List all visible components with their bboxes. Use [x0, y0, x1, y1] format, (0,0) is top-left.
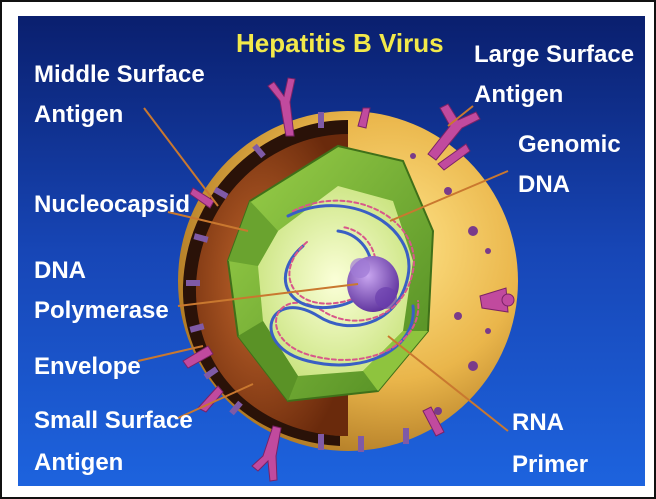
label-nucleocapsid: Nucleocapsid: [34, 191, 190, 218]
label-genomic-dna-1: Genomic: [518, 131, 621, 158]
label-large-surface-antigen-1: Large Surface: [474, 41, 634, 68]
label-envelope: Envelope: [34, 353, 141, 380]
label-dna-polymerase-1: DNA: [34, 257, 86, 284]
label-rna-primer-1: RNA: [512, 409, 564, 436]
label-middle-surface-antigen-1: Middle Surface: [34, 61, 205, 88]
label-middle-surface-antigen-2: Antigen: [34, 101, 123, 128]
label-dna-polymerase-2: Polymerase: [34, 297, 169, 324]
label-genomic-dna-2: DNA: [518, 171, 570, 198]
label-small-surface-antigen-1: Small Surface: [34, 407, 193, 434]
label-large-surface-antigen-2: Antigen: [474, 81, 563, 108]
hbv-diagram: Hepatitis B Virus Middle Surface Antigen…: [18, 16, 645, 486]
diagram-panel: Hepatitis B Virus Middle Surface Antigen…: [18, 16, 645, 486]
label-small-surface-antigen-2: Antigen: [34, 449, 123, 476]
diagram-title: Hepatitis B Virus: [236, 28, 444, 58]
label-rna-primer-2: Primer: [512, 451, 588, 478]
